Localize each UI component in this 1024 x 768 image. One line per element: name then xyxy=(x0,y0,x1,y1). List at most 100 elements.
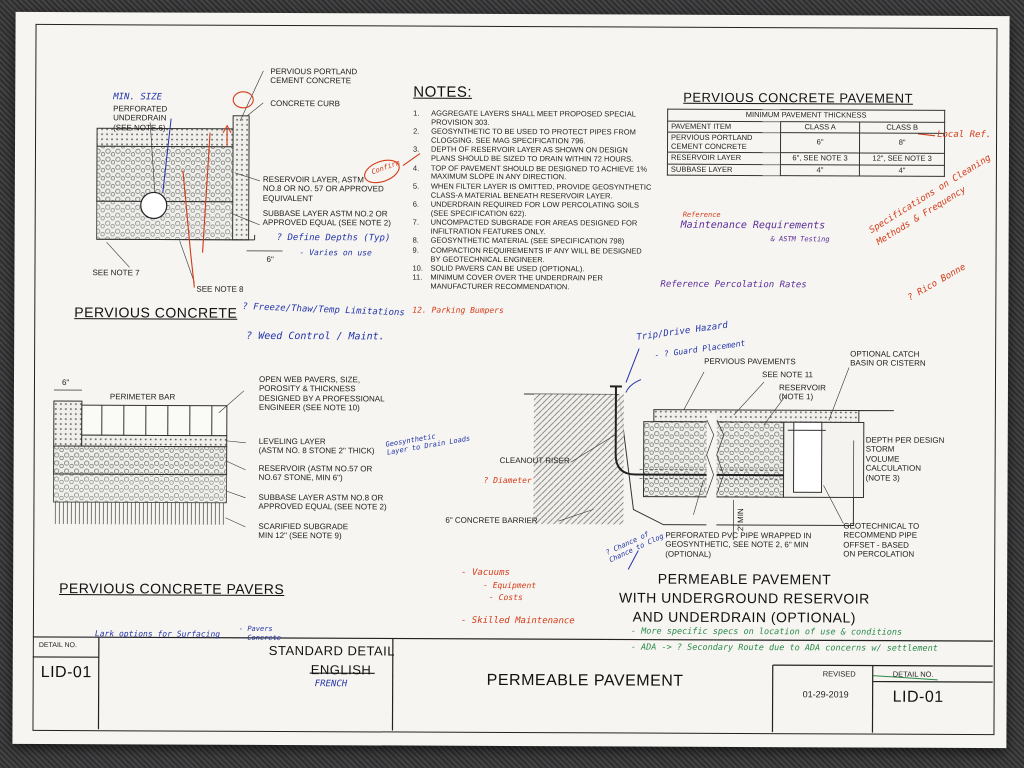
note-item: 9.COMPACTION REQUIREMENTS IF ANY WILL BE… xyxy=(413,245,652,265)
note-parking-bumpers: 12. Parking Bumpers xyxy=(412,305,504,315)
sheet-title: PERMEABLE PAVEMENT xyxy=(486,671,684,690)
note-item: 1. AGGREGATE LAYERS SHALL MEET PROPOSED S… xyxy=(413,108,652,129)
table-cell: 12", SEE NOTE 3 xyxy=(859,153,945,165)
label-6-inch: 6" xyxy=(266,254,274,264)
note-number: 3. xyxy=(412,144,420,154)
note-costs: - Costs xyxy=(489,592,523,603)
pervious-concrete-section xyxy=(96,115,283,252)
note-number: 11. xyxy=(412,272,423,282)
label-see-note-7: SEE NOTE 7 xyxy=(92,268,140,278)
note-astm-testing: & ASTM Testing xyxy=(770,235,830,244)
detail-no: LID-01 xyxy=(40,663,92,682)
note-reference: Reference xyxy=(682,210,721,219)
table-header-cell: CLASS B xyxy=(859,121,945,134)
note-number: 7. xyxy=(412,217,419,227)
note-maintenance: Maintenance Requirements xyxy=(680,219,826,232)
note-concrete: - Concrete xyxy=(238,633,282,642)
note-number: 1. xyxy=(413,108,420,118)
note-text: GEOSYNTHETIC TO BE USED TO PROTECT PIPES… xyxy=(431,126,636,146)
table-cell: PERVIOUS PORTLAND CEMENT CONCRETE xyxy=(667,132,781,153)
note-varies: - Varies on use xyxy=(299,248,372,258)
detail-no-label: DETAIL NO. xyxy=(38,641,77,650)
note-number: 5. xyxy=(412,181,420,191)
table-cell: 8" xyxy=(859,133,945,154)
note-pavers: - Pavers xyxy=(238,624,273,633)
note-number: 6. xyxy=(412,199,420,209)
note-number: 4. xyxy=(412,163,420,173)
label-pavers-subbase: SUBBASE LAYER ASTM NO.8 OR APPROVED EQUA… xyxy=(258,492,387,512)
pavers-title: PERVIOUS CONCRETE PAVERS xyxy=(59,580,285,598)
note-text: GEOSYNTHETIC MATERIAL (SEE SPECIFICATION… xyxy=(430,235,625,246)
label-pvc-pipe: PERFORATED PVC PIPE WRAPPED IN GEOSYNTHE… xyxy=(665,530,812,559)
label-pervious-pavements: PERVIOUS PAVEMENTS xyxy=(704,356,796,367)
note-item: 5. WHEN FILTER LAYER IS OMITTED, PROVIDE … xyxy=(412,181,652,201)
notes-heading: NOTES: xyxy=(413,83,473,101)
table-cell: RESERVOIR LAYER xyxy=(667,152,781,165)
note-text: WHEN FILTER LAYER IS OMITTED, PROVIDE GE… xyxy=(430,181,652,200)
note-item: 2.GEOSYNTHETIC TO BE USED TO PROTECT PIP… xyxy=(413,126,652,147)
note-ada: - ADA -> ? Secondary Route due to ADA co… xyxy=(630,642,938,654)
label-depth-design: DEPTH PER DESIGN STORM VOLUME CALCULATIO… xyxy=(865,435,945,483)
note-text: SOLID PAVERS CAN BE USED (OPTIONAL). xyxy=(430,263,585,274)
note-french: FRENCH xyxy=(314,679,348,690)
leader-lines xyxy=(106,70,850,528)
label-2ft-min: 2' MIN xyxy=(736,508,746,532)
permeable-pavement-section xyxy=(523,385,894,540)
handwritten-marks-blue xyxy=(162,118,642,570)
revised-date: 01-29-2019 xyxy=(802,689,849,700)
pervious-pavers-section xyxy=(52,389,228,525)
detail-no-right: LID-01 xyxy=(892,688,944,706)
pervious-concrete-title: PERVIOUS CONCRETE xyxy=(74,304,238,321)
label-see-note-11: SEE NOTE 11 xyxy=(762,370,814,380)
title-block-lines xyxy=(32,636,993,733)
note-number: 8. xyxy=(412,235,419,245)
notes-list: 1. AGGREGATE LAYERS SHALL MEET PROPOSED S… xyxy=(412,108,652,294)
note-item: 7.UNCOMPACTED SUBGRADE FOR AREAS DESIGNE… xyxy=(412,217,652,238)
label-perimeter-bar: PERIMETER BAR xyxy=(109,392,176,402)
note-skilled-maintenance: - Skilled Maintenance xyxy=(460,615,575,627)
language: ENGLISH xyxy=(310,662,372,678)
table-cell: SUBBASE LAYER xyxy=(667,163,781,176)
label-cleanout-riser: CLEANOUT RISER xyxy=(499,455,570,466)
note-vacuums: - Vacuums xyxy=(461,567,510,578)
table-cell: 6" xyxy=(780,132,860,154)
note-more-specific: - More specific specs on location of use… xyxy=(630,626,903,638)
label-leveling-layer: LEVELING LAYER (ASTM NO. 8 STONE 2" THIC… xyxy=(258,436,375,456)
drawing-graphics xyxy=(32,70,993,733)
table-header-cell: PAVEMENT ITEM xyxy=(667,120,781,133)
note-item: 6. UNDERDRAIN REQUIRED FOR LOW PERCOLATIN… xyxy=(412,199,652,220)
note-text: MINIMUM COVER OVER THE UNDERDRAIN PER MA… xyxy=(430,272,603,292)
note-percolation: Reference Percolation Rates xyxy=(660,279,807,291)
note-text: AGGREGATE LAYERS SHALL MEET PROPOSED SPE… xyxy=(431,108,636,127)
note-text: UNDERDRAIN REQUIRED FOR LOW PERCOLATING … xyxy=(430,199,640,218)
note-local-ref: Local Ref. xyxy=(937,129,992,141)
drawing-sheet: PERVIOUS PORTLAND CEMENT CONCRETE CONCRE… xyxy=(12,11,1010,749)
pavement-thickness-table: MINIMUM PAVEMENT THICKNESS PAVEMENT ITEM… xyxy=(667,109,945,177)
revised-label: REVISED xyxy=(822,669,856,679)
note-diameter: ? Diameter xyxy=(483,475,532,486)
note-equipment: - Equipment xyxy=(483,580,537,591)
label-pavers-reservoir: RESERVOIR (ASTM NO.57 OR NO.67 STONE, MI… xyxy=(258,463,373,483)
label-underdrain: PERFORATED UNDERDRAIN (SEE NOTE 6) xyxy=(113,104,168,133)
table-title: PERVIOUS CONCRETE PAVEMENT xyxy=(683,89,913,106)
label-see-note-8: SEE NOTE 8 xyxy=(196,284,244,294)
note-item: 4.TOP OF PAVEMENT SHOULD BE DESIGNED TO … xyxy=(412,163,652,183)
label-concrete-curb: CONCRETE CURB xyxy=(270,98,341,109)
standard-detail: STANDARD DETAIL xyxy=(268,642,396,659)
label-open-web-pavers: OPEN WEB PAVERS, SIZE, POROSITY & THICKN… xyxy=(258,374,385,413)
note-text: COMPACTION REQUIREMENTS IF ANY WILL BE D… xyxy=(430,245,642,264)
label-reservoir-layer: RESERVOIR LAYER, ASTM NO.8 OR NO. 57 OR … xyxy=(262,174,384,203)
label-reservoir-note1: RESERVOIR (NOTE 1) xyxy=(778,383,826,402)
note-item: 3.DEPTH OF RESERVOIR LAYER AS SHOWN ON D… xyxy=(412,144,652,165)
label-catch-basin: OPTIONAL CATCH BASIN OR CISTERN xyxy=(850,349,926,369)
label-concrete-barrier: 6" CONCRETE BARRIER xyxy=(445,515,538,526)
note-weed-control: ? Weed Control / Maint. xyxy=(246,330,385,343)
handwritten-marks-green xyxy=(872,675,938,681)
handwritten-marks-red xyxy=(182,91,936,288)
note-lark-options: Lark options for Surfacing xyxy=(94,629,221,639)
permeable-title: PERMEABLE PAVEMENT WITH UNDERGROUND RESE… xyxy=(619,570,870,626)
detail-no-label-right: DETAIL NO. xyxy=(892,669,934,679)
